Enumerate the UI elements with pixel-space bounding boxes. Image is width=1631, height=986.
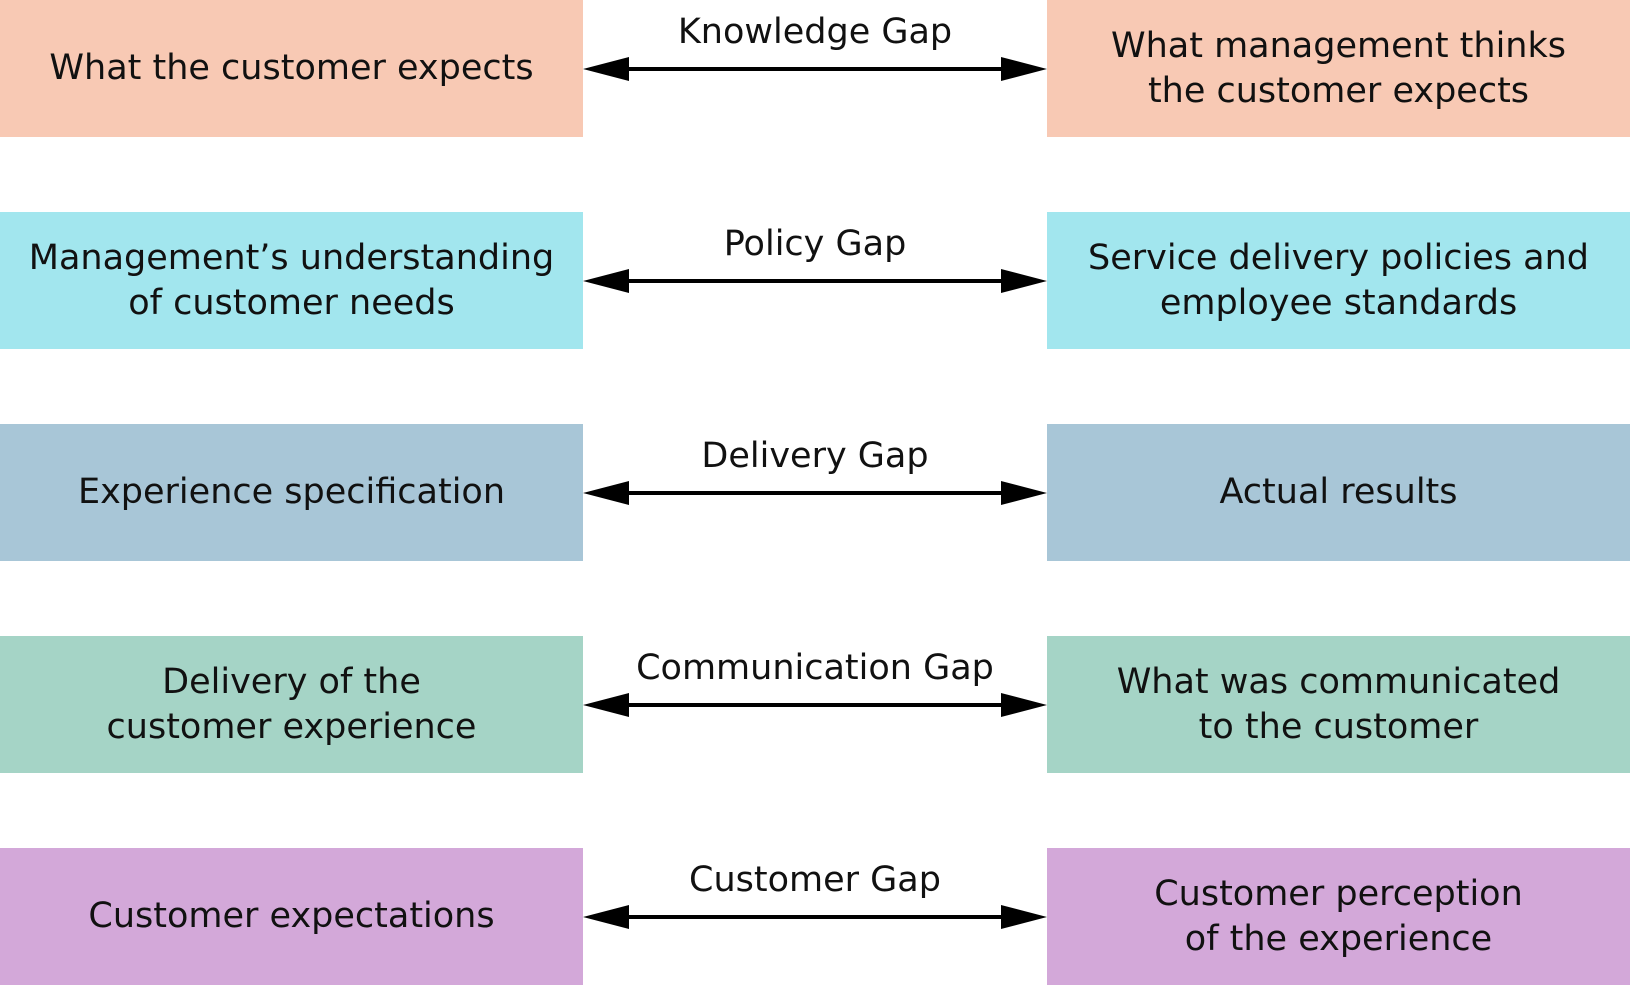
customer-gap-left-text-line: Customer expectations [88,896,495,936]
policy-gap-right-text-line: employee standards [1159,282,1518,323]
communication-gap-arrow-head-left [583,693,629,717]
knowledge-gap-double-arrow-icon [583,57,1047,81]
communication-gap-right-text-line: to the customer [1198,706,1479,747]
communication-gap-double-arrow-icon [583,693,1047,717]
policy-gap-arrow-head-right [1001,269,1047,293]
communication-gap-left-text-line: customer experience [106,706,477,747]
customer-gap-label: Customer Gap [689,860,941,900]
communication-gap-label: Communication Gap [636,648,994,688]
customer-gap-right-text-line: of the experience [1184,918,1493,959]
customer-gap-arrow-head-right [1001,905,1047,929]
communication-gap-left-text-line: Delivery of the [162,661,421,702]
knowledge-gap-arrow-head-left [583,57,629,81]
policy-gap-arrow-head-left [583,269,629,293]
customer-gap-arrow-head-left [583,905,629,929]
knowledge-gap-right-text-line: What management thinks [1111,25,1566,66]
policy-gap-right-text-line: Service delivery policies and [1088,237,1589,278]
knowledge-gap-label: Knowledge Gap [677,12,953,52]
delivery-gap-right-text-line: Actual results [1219,472,1458,512]
policy-gap-left-text-line: of customer needs [128,282,455,323]
communication-gap-arrow-head-right [1001,693,1047,717]
policy-gap-label: Policy Gap [723,224,907,264]
communication-gap-right-text-line: What was communicated [1116,661,1561,702]
customer-gap-left-box: Customer expectations [0,848,583,985]
policy-gap-left-text-line: Management’s understanding [28,237,555,278]
delivery-gap-right-box: Actual results [1047,424,1630,561]
knowledge-gap-left-text-line: What the customer expects [49,48,534,88]
policy-gap-double-arrow-icon [583,269,1047,293]
delivery-gap-label: Delivery Gap [701,436,929,476]
delivery-gap-arrow-head-left [583,481,629,505]
knowledge-gap-left-box: What the customer expects [0,0,583,137]
delivery-gap-double-arrow-icon [583,481,1047,505]
customer-gap-double-arrow-icon [583,905,1047,929]
knowledge-gap-right-text-line: the customer expects [1147,70,1530,111]
customer-gap-right-text-line: Customer perception [1154,873,1523,914]
delivery-gap-left-box: Experience specification [0,424,583,561]
delivery-gap-left-text-line: Experience specification [77,472,506,512]
delivery-gap-arrow-head-right [1001,481,1047,505]
knowledge-gap-arrow-head-right [1001,57,1047,81]
